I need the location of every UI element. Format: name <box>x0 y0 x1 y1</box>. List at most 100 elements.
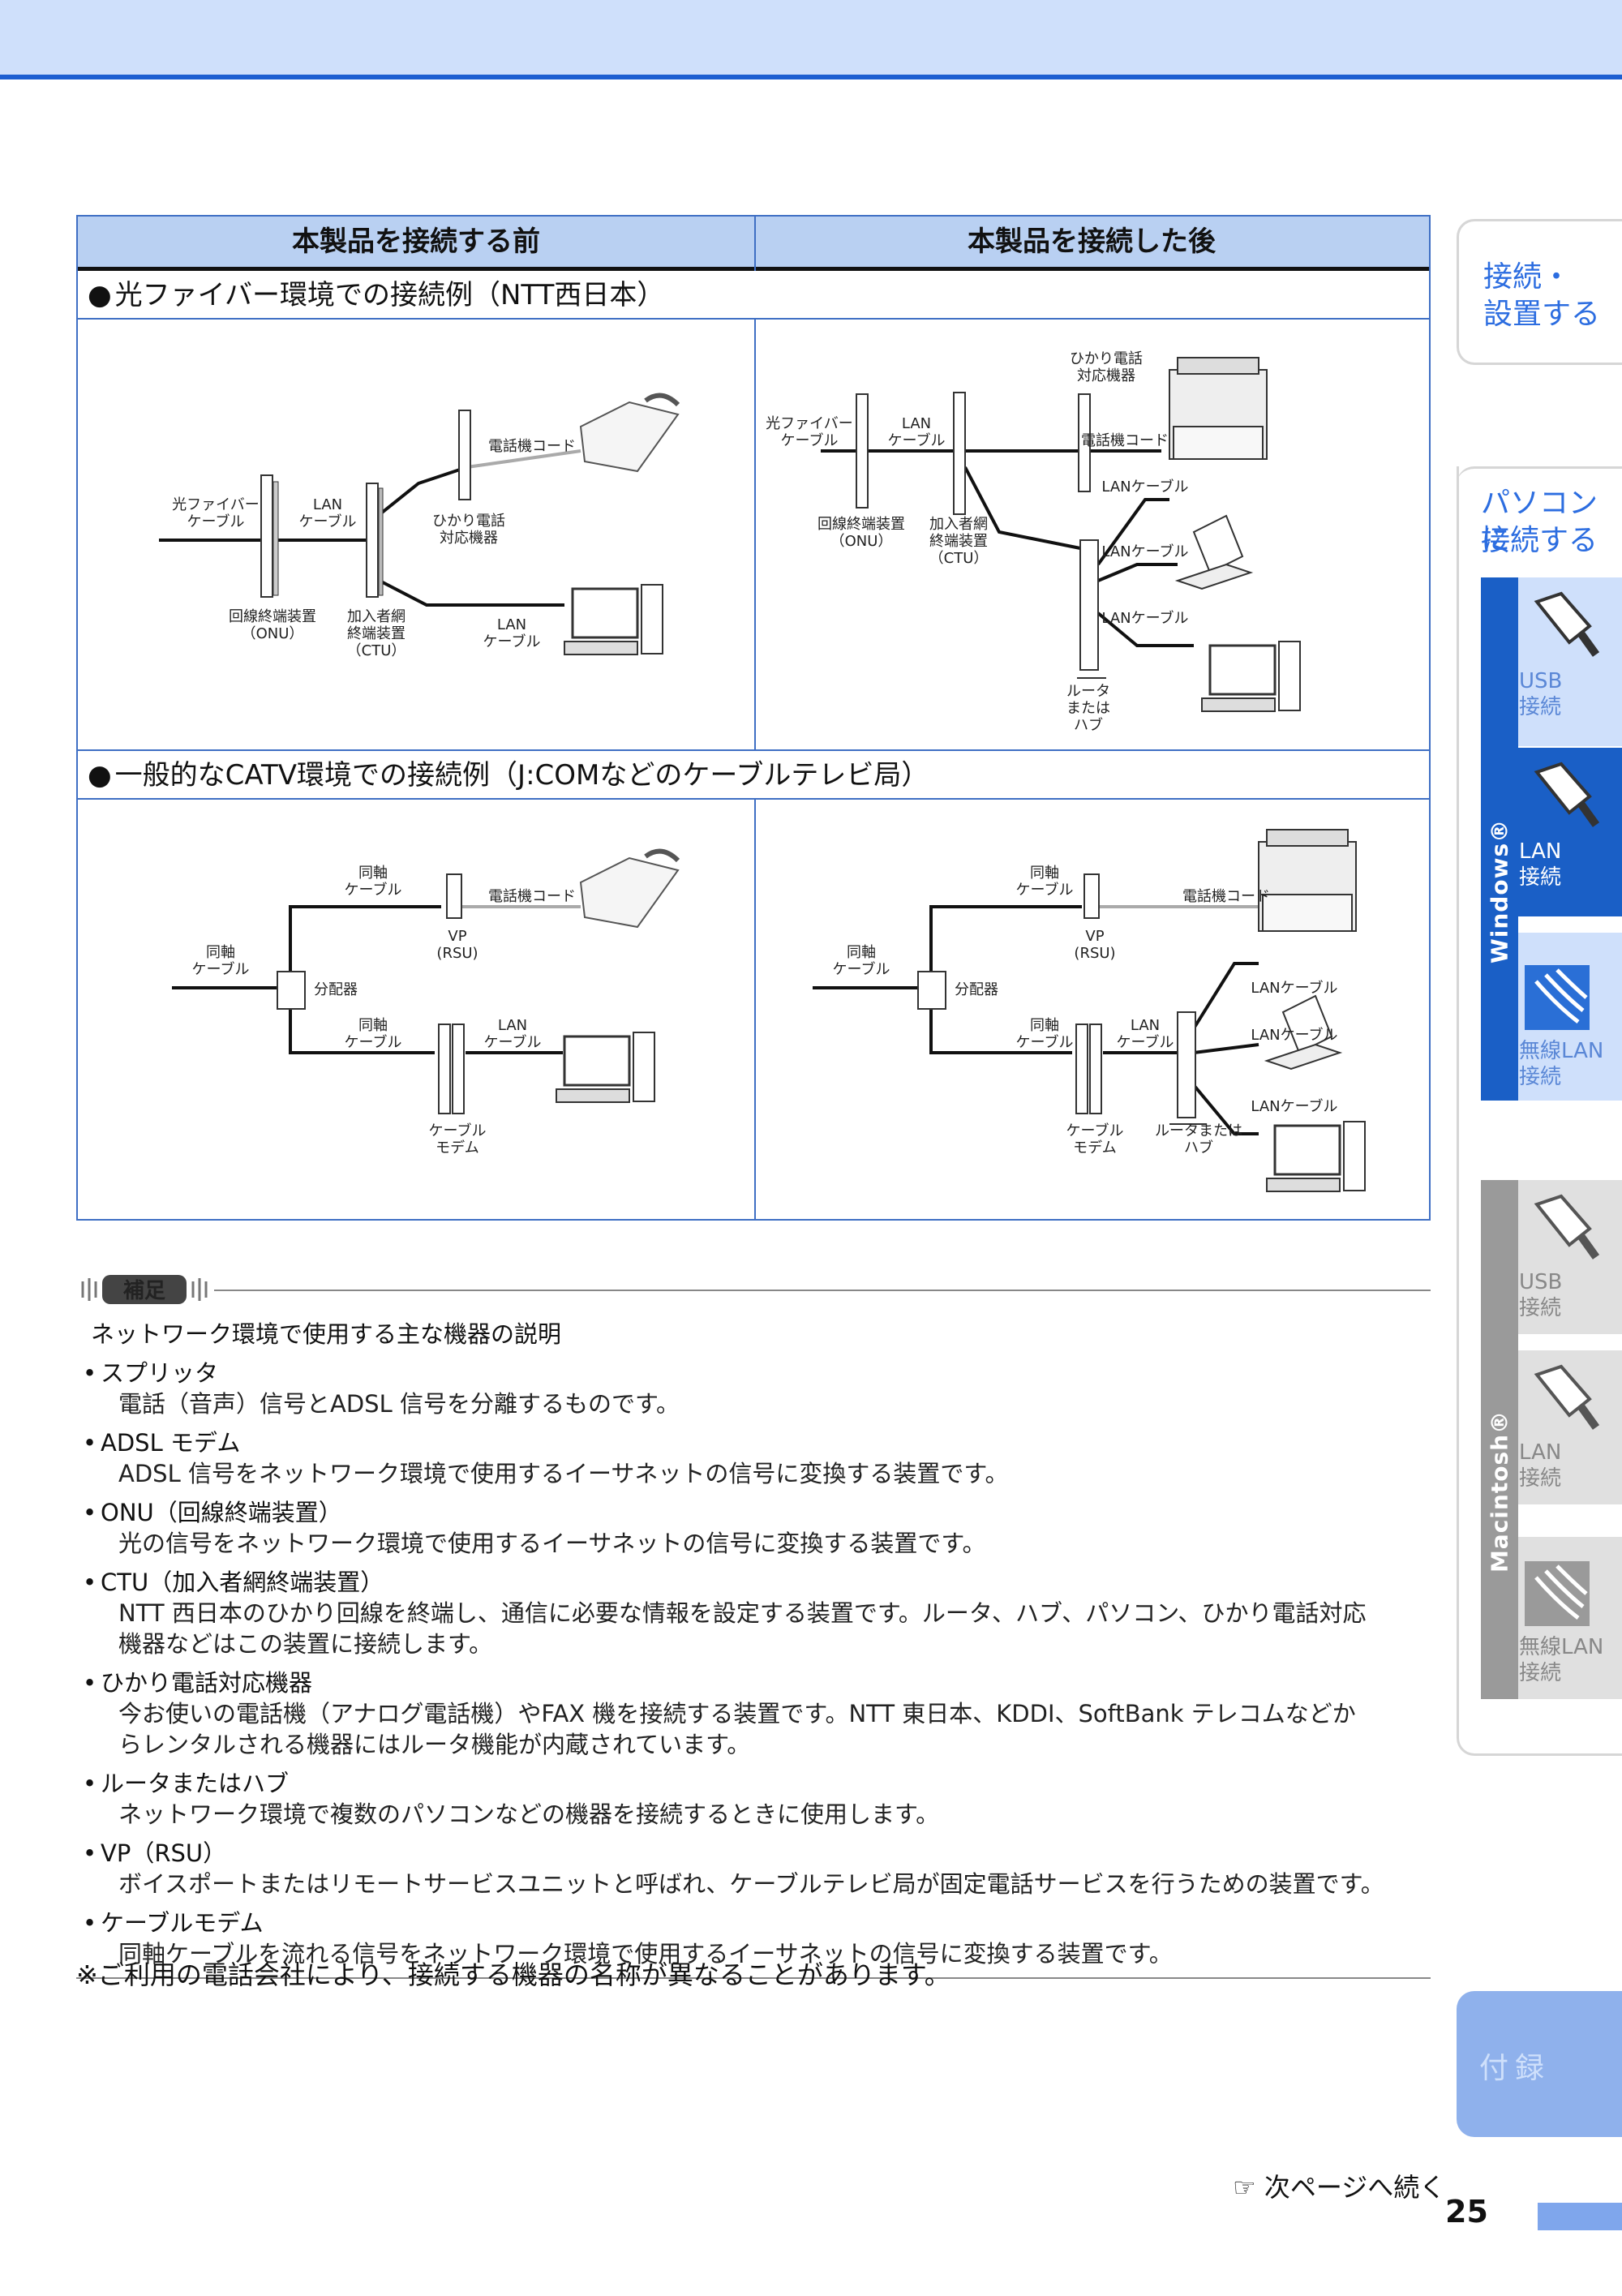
fiber-cable-label: 光ファイバー <box>172 496 260 513</box>
list-item: ルータまたはハブ ネットワーク環境で複数のパソコンなどの機器を接続するときに使用… <box>76 1768 1431 1830</box>
sidebar-item-label: 接続 <box>1519 1466 1562 1491</box>
hikari-label: 対応機器 <box>440 530 498 547</box>
coax-cable-label: ケーブル <box>833 960 890 978</box>
modem-label: モデム <box>1073 1139 1117 1157</box>
item-title: CTU（加入者網終端装置） <box>76 1567 1431 1598</box>
section-fiber-title: ●光ファイバー環境での接続例（NTT西日本） <box>78 271 1429 320</box>
modem-label: モデム <box>436 1139 479 1157</box>
sidebar-item-mac-usb[interactable]: USB 接続 <box>1518 1180 1622 1334</box>
tab-label: 設置する <box>1483 298 1601 331</box>
router-hub-icon <box>1077 539 1106 679</box>
ctu-device-icon <box>366 483 384 598</box>
supplement-badge-icon: 補足 <box>81 1275 208 1304</box>
column-divider <box>754 320 756 749</box>
tab-label: パソコンに <box>1481 487 1598 557</box>
top-banner <box>0 0 1622 79</box>
sidebar-item-label: LAN <box>1519 1440 1562 1465</box>
computer-icon <box>564 584 663 655</box>
sidebar-item-label: USB <box>1519 1270 1563 1294</box>
laptop-icon <box>1174 514 1254 590</box>
lan-cable-label: LANケーブル <box>1251 1026 1337 1044</box>
tab-appendix[interactable]: 付録 <box>1457 1991 1622 2137</box>
onu-label: 回線終端装置 <box>229 608 316 625</box>
item-title: ルータまたはハブ <box>76 1768 1431 1799</box>
lan-cable-label: ケーブル <box>484 1033 542 1051</box>
lan-cable-label: ケーブル <box>299 513 357 530</box>
sidebar-item-win-wireless[interactable]: 無線LAN 接続 <box>1518 933 1622 1101</box>
router-label: ハブ <box>1184 1139 1213 1157</box>
modem-label: ケーブル <box>429 1122 487 1139</box>
item-desc: ボイスポートまたはリモートサービスユニットと呼ばれ、ケーブルテレビ局が固定電話サ… <box>118 1870 1384 1898</box>
supplement-note: 補足 ネットワーク環境で使用する主な機器の説明 スプリッタ 電話（音声）信号とA… <box>76 1273 1431 1979</box>
item-title: ひかり電話対応機器 <box>76 1667 1431 1698</box>
item-desc: 同軸ケーブルを流れる信号をネットワーク環境で使用するイーサネットの信号に変換する… <box>118 1940 1173 1968</box>
lan-cable-icon <box>1534 1364 1600 1430</box>
next-page-link[interactable]: ☞ 次ページへ続く <box>1233 2172 1446 2203</box>
ctu-label: 加入者網 <box>929 516 988 533</box>
divider <box>754 267 756 271</box>
vp-label: VP <box>1085 928 1104 945</box>
lan-cable-label: LANケーブル <box>1101 543 1188 560</box>
hikari-label: ひかり電話 <box>1070 350 1143 367</box>
tab-label: 付録 <box>1479 2052 1551 2085</box>
item-title: ケーブルモデム <box>76 1908 1431 1938</box>
tab-connect-setup[interactable]: 接続・ 設置する <box>1457 219 1622 365</box>
item-desc: 光の信号をネットワーク環境で使用するイーサネットの信号に変換する装置です。 <box>118 1530 986 1557</box>
column-divider <box>754 800 756 1221</box>
ctu-label: 終端装置 <box>929 533 988 550</box>
sidebar-item-label: LAN <box>1519 839 1562 864</box>
item-desc: NTT 西日本のひかり回線を終端し、通信に必要な情報を設定する装置です。ルータ、… <box>118 1599 1367 1627</box>
phone-cord-label: 電話機コード <box>488 888 576 905</box>
wireless-icon <box>1525 965 1590 1030</box>
fiber-cable-label: ケーブル <box>187 513 245 530</box>
phone-cord-label: 電話機コード <box>1081 432 1169 449</box>
onu-device-icon <box>856 393 869 509</box>
tab-pc-connect-frame <box>1457 466 1622 1756</box>
phone-cord-label: 電話機コード <box>488 438 576 455</box>
ctu-label: （CTU） <box>347 642 406 659</box>
sidebar-item-label: 無線LAN <box>1519 1635 1604 1659</box>
sidebar-item-mac-wireless[interactable]: 無線LAN 接続 <box>1518 1537 1622 1699</box>
note-intro: ネットワーク環境で使用する主な機器の説明 <box>91 1320 562 1348</box>
supplement-badge-label: 補足 <box>122 1279 165 1303</box>
ctu-label: 終端装置 <box>347 625 406 642</box>
connection-comparison-table: 本製品を接続する前 本製品を接続した後 ●光ファイバー環境での接続例（NTT西日… <box>76 215 1431 1221</box>
usb-cable-icon <box>1534 591 1600 657</box>
router-label: ルータまたは <box>1155 1122 1242 1139</box>
list-item: ADSL モデム ADSL 信号をネットワーク環境で使用するイーサネットの信号に… <box>76 1427 1431 1489</box>
cable-modem-icon <box>1075 1024 1102 1114</box>
section-catv-title: ●一般的なCATV環境での接続例（J:COMなどのケーブルテレビ局） <box>78 751 1429 800</box>
lan-cable-label: LAN <box>313 496 342 513</box>
vp-device-icon <box>1083 873 1100 919</box>
telephone-icon <box>579 848 680 929</box>
lan-cable-label: LAN <box>1131 1017 1160 1034</box>
lan-cable-label: LAN <box>498 1017 527 1034</box>
tab-label: 接続する <box>1481 524 1598 557</box>
windows-label: Windows® <box>1486 818 1513 964</box>
bullet-icon: ● <box>88 279 112 311</box>
laptop-icon <box>1264 994 1343 1071</box>
lan-cable-label: ケーブル <box>1117 1033 1174 1051</box>
sidebar-item-mac-lan[interactable]: LAN 接続 <box>1518 1350 1622 1504</box>
coax-cable-label: 同軸 <box>206 944 235 961</box>
sidebar-item-win-usb[interactable]: USB 接続 <box>1518 577 1622 746</box>
coax-cable-label: 同軸 <box>1030 865 1059 882</box>
usb-cable-icon <box>1534 1194 1600 1260</box>
coax-cable-label: 同軸 <box>1030 1017 1059 1034</box>
table-header: 本製品を接続する前 本製品を接続した後 <box>78 217 1429 271</box>
section-fiber-label: 光ファイバー環境での接続例（NTT西日本） <box>114 279 665 311</box>
telephone-icon <box>579 393 680 473</box>
coax-cable-label: ケーブル <box>1016 881 1074 899</box>
sidebar-item-win-lan[interactable]: LAN 接続 <box>1518 748 1622 916</box>
tab-pc-connect[interactable]: パソコンに 接続する <box>1457 466 1622 572</box>
cable-modem-icon <box>438 1024 465 1114</box>
onu-label: 回線終端装置 <box>817 516 905 533</box>
hikari-label: 対応機器 <box>1077 367 1135 384</box>
diagram-fiber-before: 光ファイバー ケーブル LAN ケーブル 回線終端装置 （ONU） 加入者網 終… <box>78 321 754 749</box>
coax-cable-label: ケーブル <box>192 960 250 978</box>
item-title: スプリッタ <box>76 1358 1431 1388</box>
page-marker <box>1538 2203 1622 2230</box>
vp-device-icon <box>446 873 462 919</box>
list-item: CTU（加入者網終端装置） NTT 西日本のひかり回線を終端し、通信に必要な情報… <box>76 1567 1431 1659</box>
item-desc: らレンタルされる機器にはルータ機能が内蔵されています。 <box>118 1731 751 1758</box>
